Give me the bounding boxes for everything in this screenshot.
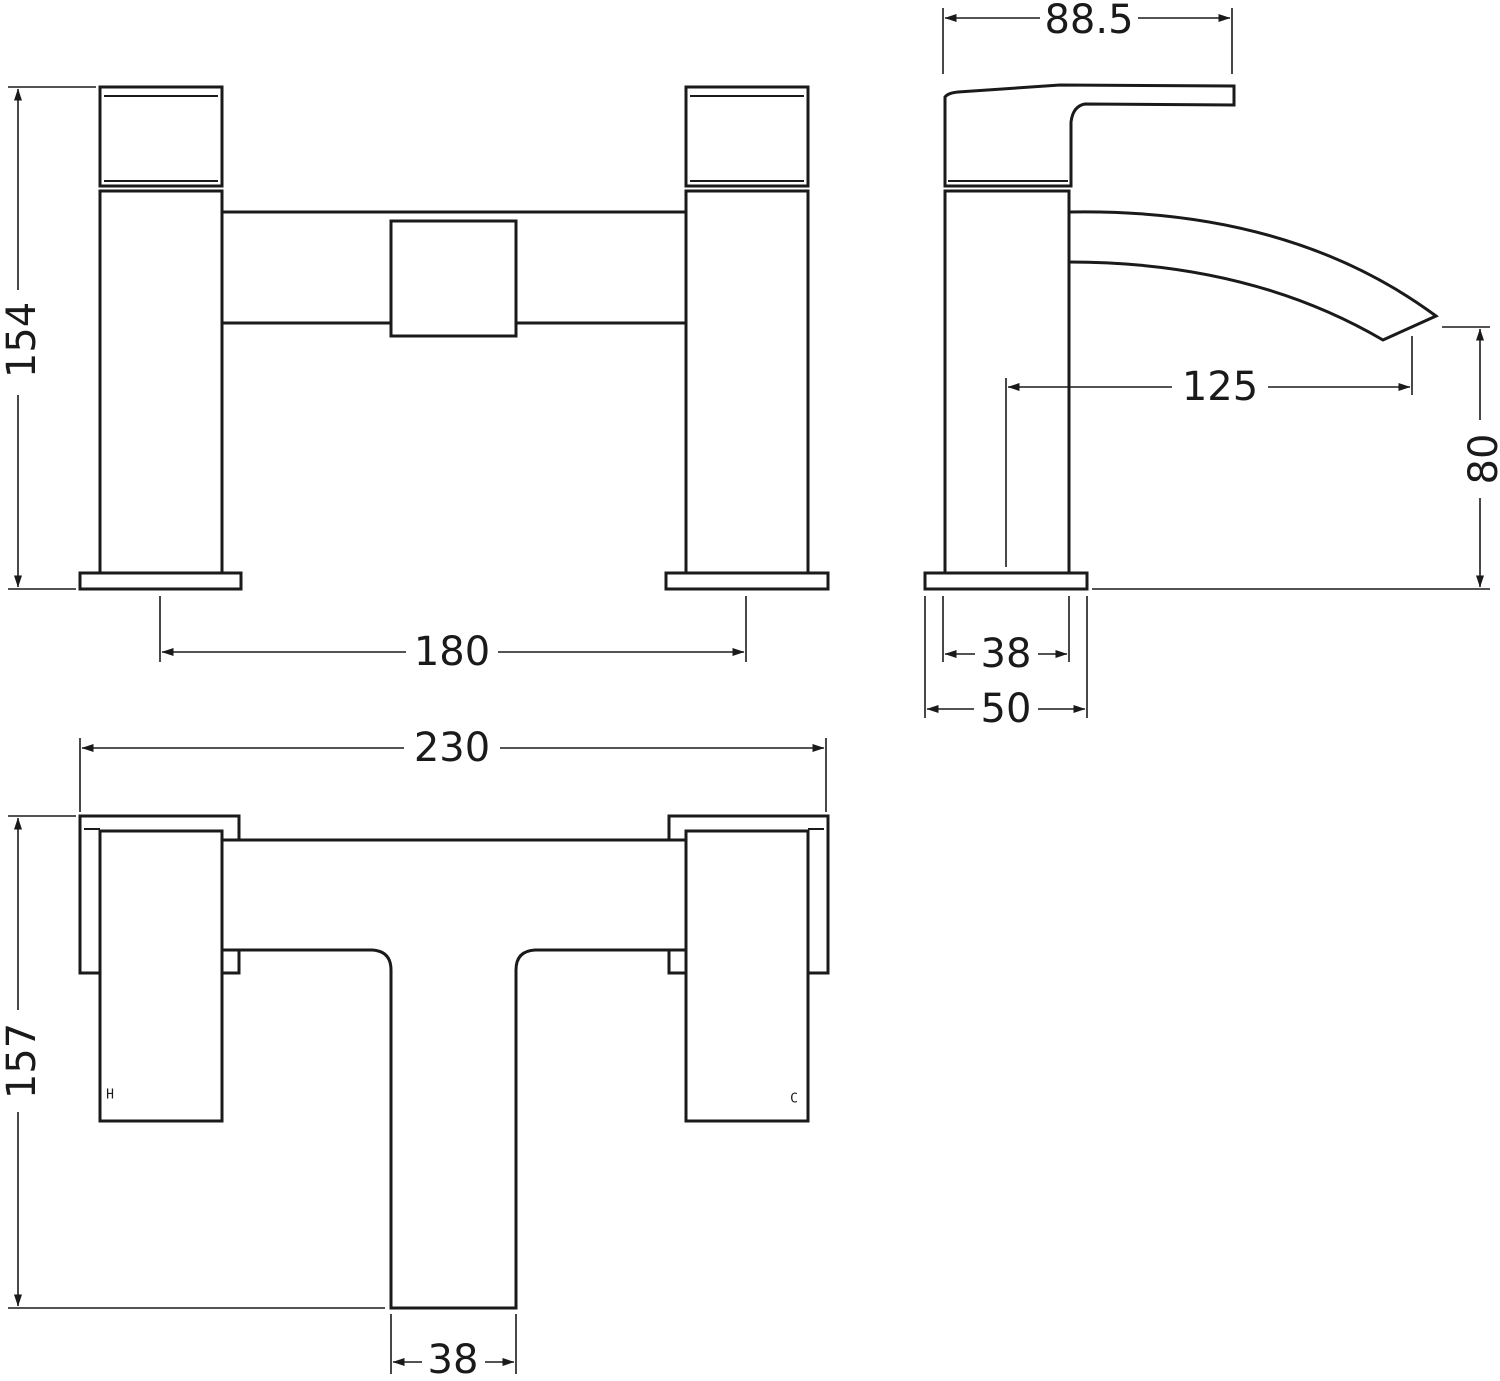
lever-label: 88.5 [1044, 0, 1133, 43]
projection-dimension: 125 [1005, 336, 1413, 567]
right-pillar-body [684, 189, 810, 575]
side-base-plate [923, 571, 1089, 591]
cold-handle-plan [684, 829, 810, 1123]
hot-mark: H [106, 1088, 114, 1103]
right-plan-base [667, 814, 830, 975]
side-view: 88.5 125 80 38 [923, 0, 1500, 732]
plan-view: H C 230 157 38 [0, 725, 830, 1381]
overall-width-dimension: 230 [79, 725, 827, 812]
side-body [943, 189, 1071, 575]
hot-handle-plan [98, 829, 224, 1123]
right-plan-base-lower [667, 948, 686, 975]
left-plan-base [78, 814, 241, 975]
projection-label: 125 [1182, 364, 1258, 410]
front-view: 154 180 [0, 85, 830, 675]
lever-dimension: 88.5 [942, 0, 1233, 74]
depth-label: 157 [0, 1023, 45, 1099]
left-plan-base-lower [222, 948, 241, 975]
plan-bridge-spout [222, 838, 688, 1310]
left-pillar-body [98, 189, 224, 575]
spout-width-dimension: 38 [390, 1314, 517, 1381]
base-width-dimension: 50 [924, 596, 1088, 732]
left-base-plate [78, 571, 243, 591]
spout-height-label: 80 [1461, 434, 1500, 485]
centres-dimension: 180 [159, 596, 747, 675]
depth-dimension: 157 [0, 815, 385, 1309]
left-handle [98, 85, 224, 188]
spout-height-dimension: 80 [1092, 326, 1500, 590]
height-label: 154 [0, 302, 45, 378]
spout-width-label: 38 [428, 1337, 479, 1381]
side-lever [943, 83, 1236, 188]
cold-mark: C [790, 1092, 798, 1107]
body-width-dimension: 38 [942, 596, 1070, 677]
body-width-label: 38 [981, 631, 1032, 677]
height-dimension: 154 [0, 86, 96, 590]
base-width-label: 50 [981, 686, 1032, 732]
centres-label: 180 [414, 629, 490, 675]
right-handle [684, 85, 810, 188]
spout-front [389, 219, 518, 338]
side-spout [1068, 210, 1439, 342]
overall-width-label: 230 [414, 725, 490, 771]
right-base-plate [664, 571, 830, 591]
